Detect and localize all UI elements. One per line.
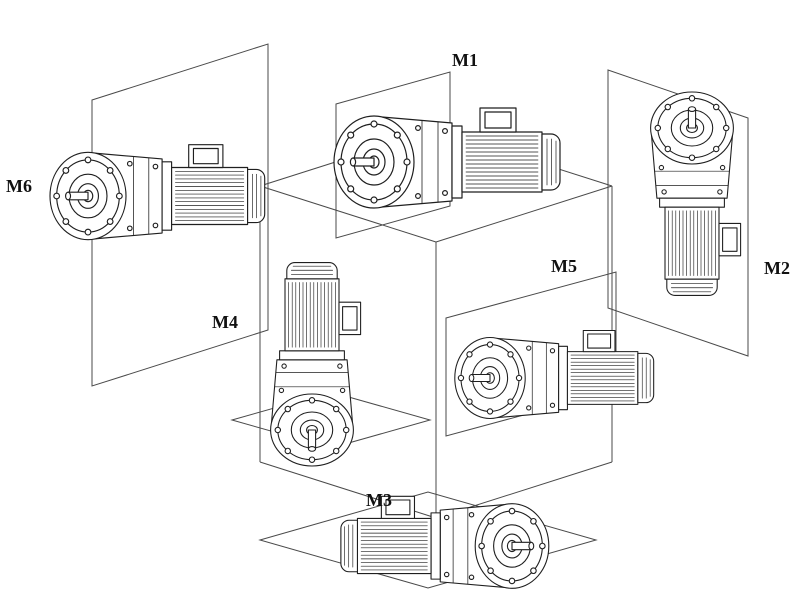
- label-m1: M1: [452, 50, 478, 70]
- gearmotor-m2: [650, 91, 742, 296]
- gearmotor-m5: [454, 329, 655, 420]
- label-m6: M6: [6, 176, 32, 196]
- label-m4: M4: [212, 312, 238, 332]
- gearmotors: [49, 91, 742, 589]
- label-m2: M2: [764, 258, 790, 278]
- gearmotor-m3: [340, 495, 550, 589]
- mounting-plane-m6: [91, 43, 269, 387]
- gearmotor-m4: [270, 262, 362, 467]
- position-labels: M1 M2 M3 M4 M5 M6: [6, 50, 790, 510]
- gearmotor-m6: [49, 144, 266, 241]
- label-m3: M3: [366, 490, 392, 510]
- mounting-plane-m1: [335, 71, 451, 239]
- label-m5: M5: [551, 256, 577, 276]
- gearmotor-m1: [333, 107, 561, 209]
